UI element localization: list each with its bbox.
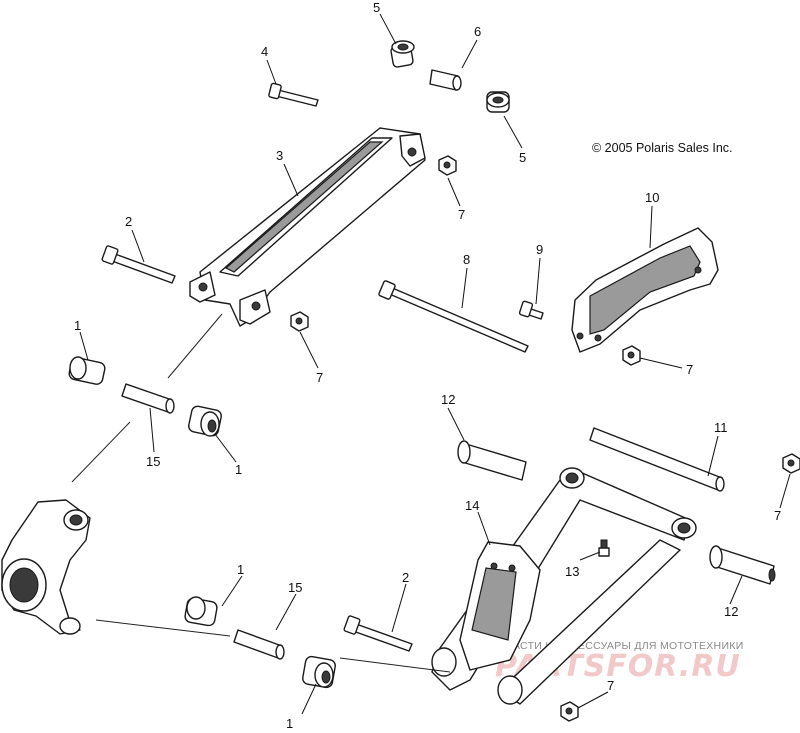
part-1-bushing-upper-left (68, 356, 106, 385)
callout-2-lower: 2 (402, 570, 409, 585)
part-7-nut-far-right (782, 453, 800, 474)
part-13-grease-fitting (598, 539, 610, 557)
callout-3: 3 (276, 148, 283, 163)
part-8-long-rod (378, 280, 529, 353)
callout-7-bottom: 7 (607, 678, 614, 693)
part-9-small-bolt (518, 300, 544, 320)
part-1-bushing-lower-left (184, 596, 218, 627)
callout-6: 6 (474, 24, 481, 39)
callout-1-lower-right: 1 (286, 716, 293, 731)
callout-14: 14 (465, 498, 479, 513)
callout-9: 9 (536, 242, 543, 257)
callout-15-lower: 15 (288, 580, 302, 595)
callout-15-upper: 15 (146, 454, 160, 469)
part-11-long-sleeve (589, 427, 725, 492)
assembly-center-lines (71, 313, 451, 673)
part-14-bracket (459, 541, 541, 671)
callout-7-middle: 7 (316, 370, 323, 385)
part-2-bolt-lower (343, 615, 413, 652)
callout-5-lower: 5 (519, 150, 526, 165)
part-7-nut-top (438, 155, 457, 176)
part-5-bushing-top (390, 40, 415, 68)
callout-1-upper-left: 1 (74, 318, 81, 333)
part-12-pin-lower (709, 545, 776, 585)
callout-7-far-right: 7 (774, 508, 781, 523)
callout-1-upper-right: 1 (235, 462, 242, 477)
part-1-bushing-upper-right (188, 405, 222, 437)
part-10-plate (571, 227, 719, 353)
callout-12-lower: 12 (724, 604, 738, 619)
part-7-nut-right-plate (622, 345, 641, 366)
part-6-sleeve (429, 69, 462, 91)
callout-12-upper: 12 (441, 392, 455, 407)
callout-11: 11 (714, 420, 728, 435)
part-15-sleeve-lower (233, 629, 285, 660)
callout-1-lower-left: 1 (237, 562, 244, 577)
part-7-nut-middle (290, 311, 309, 332)
callout-7-top: 7 (458, 207, 465, 222)
callout-13: 13 (565, 564, 579, 579)
callout-5-top: 5 (373, 0, 380, 15)
part-3-upper-bracket (189, 127, 426, 327)
leader-lines (79, 13, 791, 715)
callout-labels: 5 6 4 5 3 7 10 2 8 9 1 7 7 12 11 15 1 7 … (74, 0, 781, 731)
part-5-bushing-lower (486, 91, 510, 113)
part-12-pin-upper (457, 440, 527, 481)
watermark-tagline: ЗАПЧАСТИ И АКСЕССУАРЫ ДЛЯ МОТОТЕХНИКИ (484, 640, 744, 652)
callout-10: 10 (645, 190, 659, 205)
callout-8: 8 (463, 252, 470, 267)
callout-2-upper: 2 (125, 214, 132, 229)
part-2-bolt-upper (101, 245, 176, 284)
part-knuckle-left (1, 499, 91, 635)
part-7-nut-bottom (560, 701, 579, 722)
part-4-bolt (268, 82, 319, 107)
callout-4: 4 (261, 44, 268, 59)
part-15-sleeve-upper (121, 383, 175, 414)
part-1-bushing-lower-right (302, 655, 336, 689)
copyright-notice: © 2005 Polaris Sales Inc. (592, 141, 733, 155)
callout-7-right-plate: 7 (686, 362, 693, 377)
